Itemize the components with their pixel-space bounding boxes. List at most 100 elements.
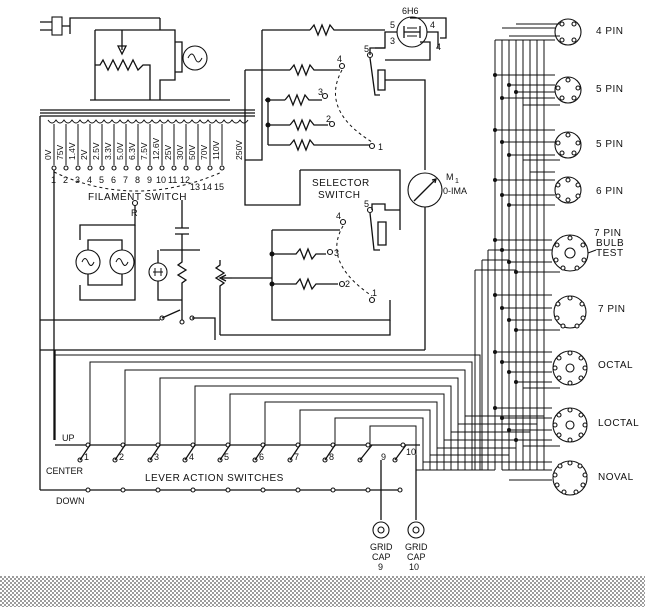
filament-switch: 1 2 3 4 5 6 7 8 9 10 11 12 13 14 15 FILA… (51, 165, 225, 218)
tube-label: 6H6 (402, 6, 419, 16)
test-lamps (75, 239, 135, 286)
selector-label-1: SELECTOR (312, 178, 370, 189)
feed-lines (40, 320, 425, 440)
fil-num-10: 10 (156, 175, 166, 185)
sensitivity-pot (214, 260, 272, 335)
socket-label-5pin-b: 5 PIN (596, 139, 624, 150)
pilot-lamp (159, 18, 208, 100)
tap-label-5: 3.3V (103, 142, 113, 160)
fil-num-14: 14 (202, 182, 212, 192)
socket-loctal: LOCTAL (495, 407, 639, 447)
lower-pos-1: 1 (372, 288, 377, 298)
lower-pos-4: 4 (336, 211, 341, 221)
socket-noval: NOVAL (475, 460, 634, 496)
grid-cap-10-2: CAP (407, 552, 426, 562)
grid-cap-9-1: GRID (370, 542, 393, 552)
fil-num-15: 15 (214, 182, 224, 192)
socket-7pin-bulb: 7 PIN BULB TEST (475, 228, 624, 273)
upper-pos-3: 3 (318, 87, 323, 97)
socket-label-7pin-b: 7 PIN (598, 304, 626, 315)
lever-fan-wires (54, 354, 544, 471)
meter-sub: 1 (455, 178, 459, 185)
tap-label-10: 25V (163, 145, 173, 160)
fil-num-6: 6 (111, 175, 116, 185)
socket-bus-verticals (474, 40, 545, 470)
down-row: DOWN (40, 487, 403, 506)
lever-num-1: 1 (84, 452, 89, 462)
upper-selector-switch: 1 2 3 4 5 (318, 44, 426, 170)
socket-6pin: 6 PIN (495, 171, 624, 206)
tap-label-1: 75V (55, 145, 65, 160)
tap-label-14: 110V (211, 140, 221, 160)
socket-label-noval: NOVAL (598, 472, 634, 483)
selector-label-2: SWITCH (318, 190, 360, 201)
fil-num-3: 3 (75, 175, 80, 185)
grid-cap-10-1: GRID (405, 542, 428, 552)
fil-num-11: 11 (168, 175, 177, 185)
socket-5pin-a: 5 PIN (495, 74, 624, 106)
leakage-network (40, 200, 216, 340)
grid-caps: GRID CAP 9 GRID CAP 10 (370, 455, 428, 572)
center-label: CENTER (46, 466, 84, 476)
tap-label-3: 2V (79, 149, 89, 160)
tube-pin-5: 5 (390, 20, 395, 30)
upper-resistors (244, 23, 385, 161)
filament-switch-label: FILAMENT SWITCH (88, 192, 187, 203)
tube-6h6: 6H6 5 4 3 4 (375, 6, 447, 61)
socket-label-octal: OCTAL (598, 360, 633, 371)
tube-pin-4a: 4 (430, 20, 435, 30)
lower-pos-5: 5 (364, 199, 369, 209)
grid-cap-9-2: CAP (372, 552, 391, 562)
lever-num-4: 4 (189, 452, 194, 462)
up-label: UP (62, 433, 75, 443)
tap-label-11: 30V (175, 145, 185, 160)
upper-pos-5: 5 (364, 44, 369, 54)
lever-num-9: 9 (381, 452, 386, 462)
center-row: CENTER 1 2 3 4 5 6 7 8 9 10 LEVER ACTION… (46, 444, 416, 484)
fil-num-8: 8 (135, 175, 140, 185)
meter-m1: M 1 0-IMA (407, 172, 467, 350)
socket-octal: OCTAL (495, 350, 633, 389)
tap-label-7: 6.3V (127, 142, 137, 160)
lower-pos-2: 2 (345, 279, 350, 289)
tap-label-9: 12.6V (151, 137, 161, 160)
bulb-test-2: TEST (596, 248, 624, 259)
tap-label-0: 0V (43, 149, 53, 160)
upper-pos-4: 4 (337, 54, 342, 64)
socket-5pin-b: 5 PIN (495, 129, 624, 161)
grid-cap-9-3: 9 (378, 562, 383, 572)
transformer-taps: 0V 75V 1.4V 2V 2.5V 3.3V 5.0V 6.3V 7.5V … (43, 124, 246, 170)
meter-label: M (446, 172, 454, 182)
lever-num-5: 5 (224, 452, 229, 462)
fil-num-12: 12 (180, 175, 190, 185)
grid-cap-10-3: 10 (409, 562, 419, 572)
primary-rheostat (94, 29, 160, 100)
tap-label-4: 2.5V (91, 142, 101, 160)
fil-num-9: 9 (147, 175, 152, 185)
socket-junctions (493, 73, 518, 442)
socket-label-6pin: 6 PIN (596, 186, 624, 197)
tap-label-6: 5.0V (115, 142, 125, 160)
up-row: UP (55, 433, 420, 448)
socket-4pin: 4 PIN (495, 18, 623, 46)
upper-pos-1: 1 (378, 142, 383, 152)
lever-num-3: 3 (154, 452, 159, 462)
lever-num-6: 6 (259, 452, 264, 462)
tap-label-13: 70V (199, 145, 209, 160)
fil-num-2: 2 (63, 175, 68, 185)
lower-pos-3: 3 (334, 248, 339, 258)
socket-label-5pin-a: 5 PIN (596, 84, 624, 95)
down-label: DOWN (56, 496, 85, 506)
upper-pos-2: 2 (326, 114, 331, 124)
tap-label-250: 250V (234, 140, 244, 160)
socket-7pin: 7 PIN (495, 294, 626, 331)
fil-num-7: 7 (123, 175, 128, 185)
fil-num-4: 4 (87, 175, 92, 185)
tap-label-12: 50V (187, 145, 197, 160)
fil-num-13: 13 (190, 182, 200, 192)
bulb-test-1: BULB (596, 238, 624, 249)
lever-num-2: 2 (119, 452, 124, 462)
meter-range: 0-IMA (443, 186, 467, 196)
lower-selector-switch: SELECTOR SWITCH 1 2 3 4 5 (244, 169, 401, 321)
transformer (40, 99, 255, 124)
